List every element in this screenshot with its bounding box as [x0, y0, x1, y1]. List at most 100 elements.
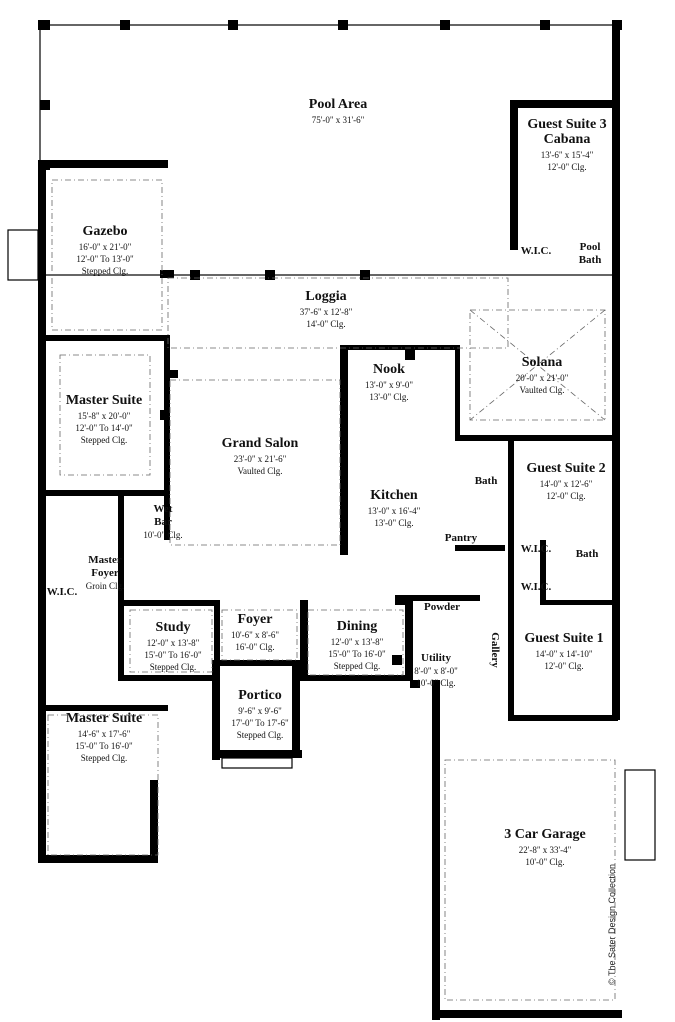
wall	[38, 855, 158, 863]
wall	[150, 780, 158, 860]
wall	[508, 435, 514, 720]
room-name: W.I.C.	[521, 581, 552, 593]
room-dimension: 12'-0" To 14'-0"	[75, 423, 133, 433]
wall	[455, 435, 510, 441]
room-dimension: 12'-0" To 13'-0"	[76, 254, 134, 264]
wall	[118, 600, 124, 680]
room-dimension: Stepped Clg.	[150, 662, 197, 672]
room-dimension: 14'-0" x 14'-10"	[535, 649, 592, 659]
room-dimension: Stepped Clg.	[237, 730, 284, 740]
room-name: Grand Salon	[222, 436, 299, 451]
room-dimension: 16'-0" x 21'-0"	[79, 242, 132, 252]
room-bath-gs: Bath	[576, 548, 599, 560]
room-name: Cabana	[544, 132, 591, 147]
wall	[292, 660, 300, 758]
room-dimension: 13'-0" x 9'-0"	[365, 380, 413, 390]
room-name: Guest Suite 3	[527, 117, 606, 132]
wall	[540, 600, 615, 605]
room-dimension: Vaulted Clg.	[238, 466, 283, 476]
room-dimension: 22'-8" x 33'-4"	[519, 845, 572, 855]
wall	[38, 490, 168, 496]
room-dimension: 23'-0" x 21'-6"	[234, 454, 287, 464]
room-name: Portico	[238, 688, 282, 703]
wall	[118, 675, 220, 681]
room-name: W.I.C.	[521, 543, 552, 555]
wall	[540, 540, 546, 605]
room-wic-gs1: W.I.C.	[521, 581, 552, 593]
room-grand-salon: Grand Salon 23'-0" x 21'-6" Vaulted Clg.	[222, 436, 299, 476]
room-name: Wet	[154, 503, 173, 515]
column	[392, 655, 402, 665]
room-name: Bath	[475, 475, 498, 487]
wall	[432, 680, 440, 1020]
room-dimension: 15'-0" To 16'-0"	[75, 741, 133, 751]
room-name: Guest Suite 2	[526, 461, 605, 476]
room-bath-2: Bath	[475, 475, 498, 487]
ceiling-outline	[444, 759, 616, 1001]
wall	[455, 545, 505, 551]
room-wic-master: W.I.C.	[47, 586, 78, 598]
column	[612, 20, 622, 30]
room-dimension: 15'-0" To 16'-0"	[144, 650, 202, 660]
wall	[38, 160, 168, 168]
room-dimension: 10'-0" Clg.	[525, 857, 564, 867]
room-powder: Powder	[424, 601, 460, 613]
room-name: W.I.C.	[47, 586, 78, 598]
room-dimension: 12'-0" Clg.	[544, 661, 583, 671]
outline	[624, 769, 656, 861]
room-dimension: 17'-0" To 17'-6"	[231, 718, 289, 728]
room-wic-cabana: W.I.C.	[521, 245, 552, 257]
room-name: Foyer	[238, 612, 273, 627]
ceiling-outline	[167, 277, 509, 349]
outline	[221, 757, 293, 769]
wall	[455, 345, 460, 435]
room-dimension: 8'-0" x 8'-0"	[414, 666, 458, 676]
room-name: Study	[155, 620, 190, 635]
room-dimension: 15'-0" To 16'-0"	[328, 649, 386, 659]
room-name: Utility	[421, 652, 451, 664]
room-guest-suite-1: Guest Suite 114'-0" x 14'-10"12'-0" Clg.	[524, 631, 603, 671]
room-name: Master Suite	[66, 393, 142, 408]
ceiling-outline	[129, 609, 213, 673]
room-dimension: 13'-0" Clg.	[369, 392, 408, 402]
ceiling-outline	[51, 179, 163, 331]
wall	[405, 595, 413, 680]
ceiling-outline	[469, 309, 606, 421]
wall	[410, 680, 420, 688]
vault-lines	[469, 309, 606, 421]
wall	[164, 335, 170, 540]
outline	[39, 24, 616, 276]
column	[40, 100, 50, 110]
outline	[7, 229, 39, 281]
room-guest-suite-2: Guest Suite 214'-0" x 12'-6"12'-0" Clg.	[526, 461, 605, 501]
wall	[118, 600, 220, 606]
room-name: Bath	[576, 548, 599, 560]
room-dimension: 12'-0" x 13'-8"	[147, 638, 200, 648]
wall	[38, 160, 46, 860]
wall	[405, 595, 480, 601]
room-dimension: 12'-0" Clg.	[546, 491, 585, 501]
room-dimension: 12'-0" x 13'-8"	[331, 637, 384, 647]
walls	[7, 20, 656, 1020]
wall	[212, 750, 302, 758]
room-dimension: 10'-0" Clg.	[416, 678, 455, 688]
room-dimension: 12'-0" Clg.	[547, 162, 586, 172]
room-name: Gazebo	[82, 224, 127, 239]
room-name: W.I.C.	[521, 245, 552, 257]
room-dimension: 75'-0" x 31'-6"	[312, 115, 365, 125]
column	[395, 595, 405, 605]
wall	[432, 1010, 622, 1018]
wall	[340, 345, 460, 350]
